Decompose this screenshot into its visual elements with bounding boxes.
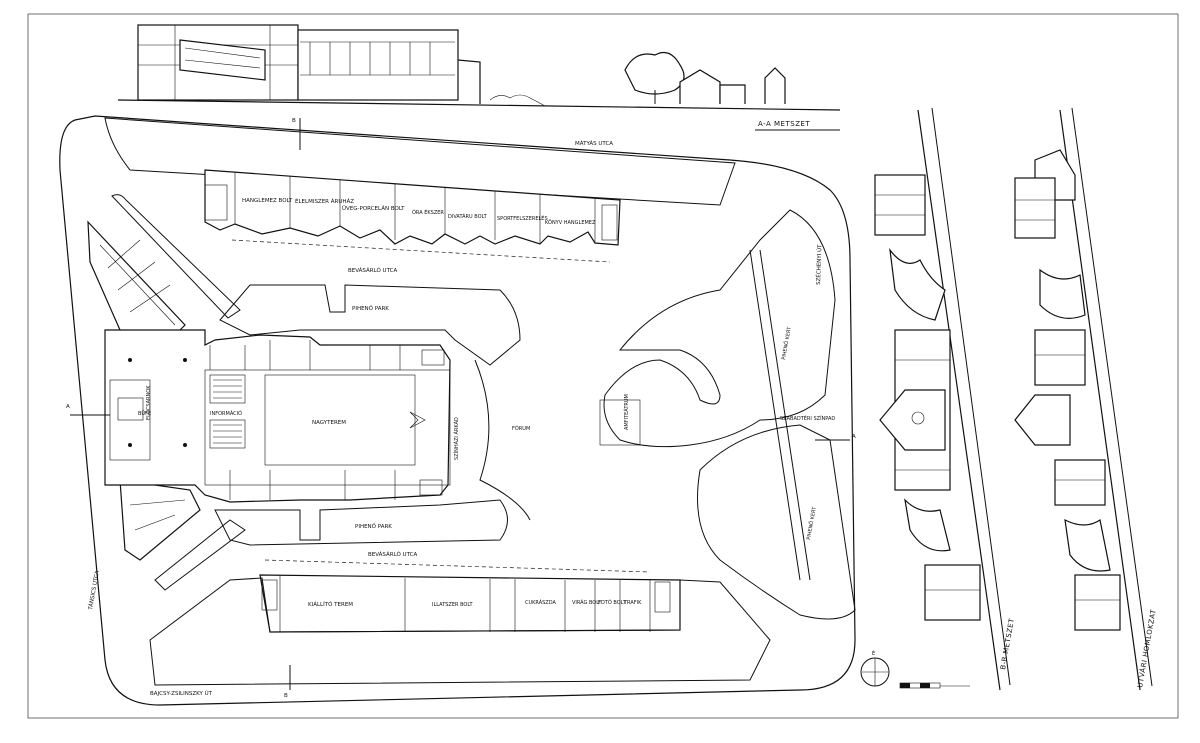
shop-bottom-5: FOTÓ BOLT [598,599,627,606]
top-dotted-strip [104,117,736,206]
north-label: É [872,649,875,657]
sheet-border [27,13,1179,719]
top-shops-block: HANGLEMEZ BOLT ÉLELMISZER ÁRUHÁZ ÜVEG-PO… [204,169,621,263]
north-arrow: É [860,649,890,687]
section-bb: B-B METSZET [874,107,1016,691]
bottom-dotted-strip [149,577,771,686]
street-bottom: BAJCSY-ZSILINSZKY ÚT [150,690,213,697]
upper-park: PIHENŐ PARK [219,284,521,366]
forum-label: FÓRUM [512,425,530,432]
entrance-label: ELŐCSARNOK [145,385,152,420]
scale-bar [899,682,970,689]
shop-bottom-2: ILLATSZER BOLT [432,602,473,608]
section-aa-title: A-A METSZET [758,120,810,128]
marker-b-top: B [292,118,296,124]
shop-bottom-6: TRAFIK [623,600,642,606]
street-elevation-title: UTVÁRI HOMLOKZAT [1135,608,1158,688]
shop-top-2: ÉLELMISZER ÁRUHÁZ [295,197,354,205]
passage-bottom-label: BEVÁSÁRLÓ UTCA [368,551,417,558]
shop-top-3: ÜVEG-PORCELÁN BOLT [342,205,405,212]
shop-bottom-1: KIÁLLÍTÓ TEREM [308,601,353,608]
shop-top-7: KÖNYV HANGLEMEZ [545,219,596,226]
shelter-label: SZABADTÉRI SZÍNPAD [780,414,835,422]
section-aa: A-A METSZET [117,24,841,131]
lower-park: PIHENŐ PARK [214,499,508,546]
shop-top-6: SPORTFELSZERELÉS [497,214,548,222]
hall-label: NAGYTEREM [312,420,346,426]
shop-top-1: HANGLEMEZ BOLT [242,198,293,204]
park-s-label: PIHENŐ KERT [805,505,818,540]
shop-bottom-3: CUKRÁSZDA [525,599,556,606]
marker-a-left: A [66,404,70,410]
buffet-label: BÜFÉ [138,409,151,417]
marker-a-right: A [852,434,856,440]
shop-top-5: DIVATÁRU BOLT [448,213,488,220]
park-top-label: PIHENŐ PARK [352,305,389,312]
marker-b-bottom: B [284,693,288,699]
central-building: ELŐCSARNOK BÜFÉ INFORMÁCIÓ NAGYTEREM SZÍ… [104,329,460,503]
arcade-label: SZÍNHÁZI ÁRKÁD [453,417,460,460]
park-n-label: PIHENŐ KERT [780,325,793,360]
info-label: INFORMÁCIÓ [210,410,242,417]
street-right: SZÉCHENYI ÚT [814,244,823,285]
amphi-label: AMFITEÁTRUM [623,394,630,430]
street-top: MÁTYÁS UTCA [575,140,613,147]
section-markers: A A B B [66,118,856,699]
left-wing [87,194,246,591]
bottom-shops-block: KIÁLLÍTÓ TEREM ILLATSZER BOLT CUKRÁSZDA … [259,574,681,633]
passage-top-label: BEVÁSÁRLÓ UTCA [348,267,397,274]
park-bottom-label: PIHENŐ PARK [355,523,392,530]
shop-top-4: ÓRA ÉKSZER [412,208,444,216]
shop-bottom-4: VIRÁG BOLT [572,599,602,606]
forum-edge [474,359,531,521]
street-elevation: UTVÁRI HOMLOKZAT [1014,107,1158,691]
